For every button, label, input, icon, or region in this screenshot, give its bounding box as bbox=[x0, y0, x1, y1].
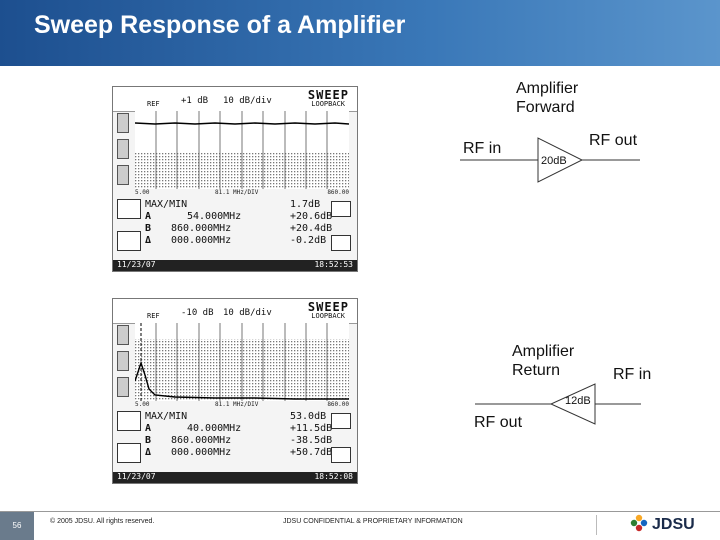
soft-key[interactable] bbox=[117, 165, 129, 185]
axis-start: 5.00 bbox=[135, 401, 150, 408]
return-rf-in: RF in bbox=[613, 366, 652, 383]
jdsu-logo: JDSU bbox=[630, 514, 695, 533]
x-axis: 5.00 81.1 MHz/DIV 860.00 bbox=[135, 189, 349, 197]
marker-panel: MAX/MIN 53.0dB A 40.000MHz +11.5dB B 860… bbox=[117, 411, 353, 471]
status-bar: 11/23/07 18:52:08 bbox=[113, 472, 357, 483]
marker-delta-freq: 000.000MHz bbox=[171, 235, 232, 246]
return-amplifier-symbol bbox=[475, 383, 641, 425]
time-readout: 18:52:53 bbox=[314, 260, 353, 269]
screen-header: REF -10 dB 10 dB/div SWEEP LOOPBACK bbox=[113, 299, 357, 324]
marker-delta-value: +50.7dB bbox=[290, 447, 333, 458]
marker-b-freq: 860.000MHz bbox=[171, 435, 232, 446]
axis-scale: 81.1 MHz/DIV bbox=[215, 189, 259, 196]
sweep-plot-forward bbox=[135, 111, 349, 189]
marker-title: MAX/MIN bbox=[145, 199, 188, 210]
ramp-icon[interactable] bbox=[331, 447, 351, 463]
status-bar: 11/23/07 18:52:53 bbox=[113, 260, 357, 271]
footer-divider bbox=[0, 511, 720, 512]
scale-label: 10 dB/div bbox=[223, 308, 272, 318]
date-readout: 11/23/07 bbox=[117, 472, 156, 481]
forward-title-line2: Forward bbox=[516, 99, 575, 116]
marker-a-freq: 54.000MHz bbox=[187, 211, 242, 222]
check-icon[interactable] bbox=[331, 413, 351, 429]
marker-title: MAX/MIN bbox=[145, 411, 188, 422]
ref-level: -10 dB bbox=[181, 308, 214, 318]
confidential-text: JDSU CONFIDENTIAL & PROPRIETARY INFORMAT… bbox=[283, 518, 463, 525]
marker-delta-label: Δ bbox=[145, 447, 152, 458]
loopback-label: LOOPBACK bbox=[311, 312, 345, 320]
marker-b-label: B bbox=[145, 435, 152, 446]
marker-a-freq: 40.000MHz bbox=[187, 423, 242, 434]
marker-b-label: B bbox=[145, 223, 152, 234]
marker-a-label: A bbox=[145, 211, 152, 222]
amplifier-triangle-icon bbox=[537, 137, 584, 183]
trace-line bbox=[135, 122, 349, 125]
return-gain: 12dB bbox=[565, 395, 591, 407]
marker-title-value: 53.0dB bbox=[290, 411, 327, 422]
axis-end: 860.00 bbox=[327, 401, 349, 408]
axis-scale: 81.1 MHz/DIV bbox=[215, 401, 259, 408]
forward-title-line1: Amplifier bbox=[516, 80, 579, 97]
ref-label: REF bbox=[147, 100, 160, 108]
mode-label: SWEEP bbox=[307, 300, 349, 314]
ramp-icon[interactable] bbox=[331, 235, 351, 251]
sweep-screen-return: REF -10 dB 10 dB/div SWEEP LOOPBACK 5.00 bbox=[112, 298, 358, 484]
return-title-line1: Amplifier bbox=[512, 343, 575, 360]
footer-separator bbox=[596, 515, 597, 535]
date-readout: 11/23/07 bbox=[117, 260, 156, 269]
soft-key[interactable] bbox=[117, 351, 129, 371]
marker-title-value: 1.7dB bbox=[290, 199, 321, 210]
marker-delta-freq: 000.000MHz bbox=[171, 447, 232, 458]
marker-delta-label: Δ bbox=[145, 235, 152, 246]
axis-end: 860.00 bbox=[327, 189, 349, 196]
x-axis: 5.00 81.1 MHz/DIV 860.00 bbox=[135, 401, 349, 409]
check-icon[interactable] bbox=[331, 201, 351, 217]
return-title-line2: Return bbox=[512, 362, 561, 379]
ref-level: +1 dB bbox=[181, 96, 209, 106]
marker-b-value: -38.5dB bbox=[290, 435, 333, 446]
jdsu-logo-icon bbox=[630, 514, 648, 532]
screen-header: REF +1 dB 10 dB/div SWEEP LOOPBACK bbox=[113, 87, 357, 112]
marker-a-value: +11.5dB bbox=[290, 423, 333, 434]
wave-icon[interactable] bbox=[117, 231, 141, 251]
copyright-text: © 2005 JDSU. All rights reserved. bbox=[50, 518, 155, 525]
soft-key[interactable] bbox=[117, 377, 129, 397]
grid-lines bbox=[155, 323, 328, 401]
logo-text: JDSU bbox=[652, 516, 695, 533]
time-readout: 18:52:08 bbox=[314, 472, 353, 481]
page-number: 56 bbox=[0, 512, 34, 540]
soft-key[interactable] bbox=[117, 113, 129, 133]
slide-title: Sweep Response of a Amplifier bbox=[34, 11, 406, 39]
loopback-label: LOOPBACK bbox=[311, 100, 345, 108]
marker-icon[interactable] bbox=[117, 199, 141, 219]
ref-label: REF bbox=[147, 312, 160, 320]
mode-label: SWEEP bbox=[307, 88, 349, 102]
soft-key-column bbox=[117, 113, 131, 187]
return-rf-out: RF out bbox=[474, 414, 523, 431]
wave-icon[interactable] bbox=[117, 443, 141, 463]
forward-rf-in: RF in bbox=[463, 140, 502, 157]
forward-gain: 20dB bbox=[541, 155, 567, 167]
forward-rf-out: RF out bbox=[589, 132, 638, 149]
soft-key[interactable] bbox=[117, 139, 129, 159]
axis-start: 5.00 bbox=[135, 189, 150, 196]
soft-key-column bbox=[117, 325, 131, 399]
marker-b-freq: 860.000MHz bbox=[171, 223, 232, 234]
marker-a-value: +20.6dB bbox=[290, 211, 333, 222]
marker-b-value: +20.4dB bbox=[290, 223, 333, 234]
marker-panel: MAX/MIN 1.7dB A 54.000MHz +20.6dB B 860.… bbox=[117, 199, 353, 259]
forward-amplifier-symbol bbox=[460, 137, 640, 183]
sweep-screen-forward: REF +1 dB 10 dB/div SWEEP LOOPBACK 5.00 … bbox=[112, 86, 358, 272]
soft-key[interactable] bbox=[117, 325, 129, 345]
marker-icon[interactable] bbox=[117, 411, 141, 431]
title-bar: Sweep Response of a Amplifier bbox=[0, 0, 720, 66]
trace-line bbox=[135, 360, 349, 400]
scale-label: 10 dB/div bbox=[223, 96, 272, 106]
marker-delta-value: -0.2dB bbox=[290, 235, 327, 246]
sweep-plot-return bbox=[135, 323, 349, 401]
marker-a-label: A bbox=[145, 423, 152, 434]
